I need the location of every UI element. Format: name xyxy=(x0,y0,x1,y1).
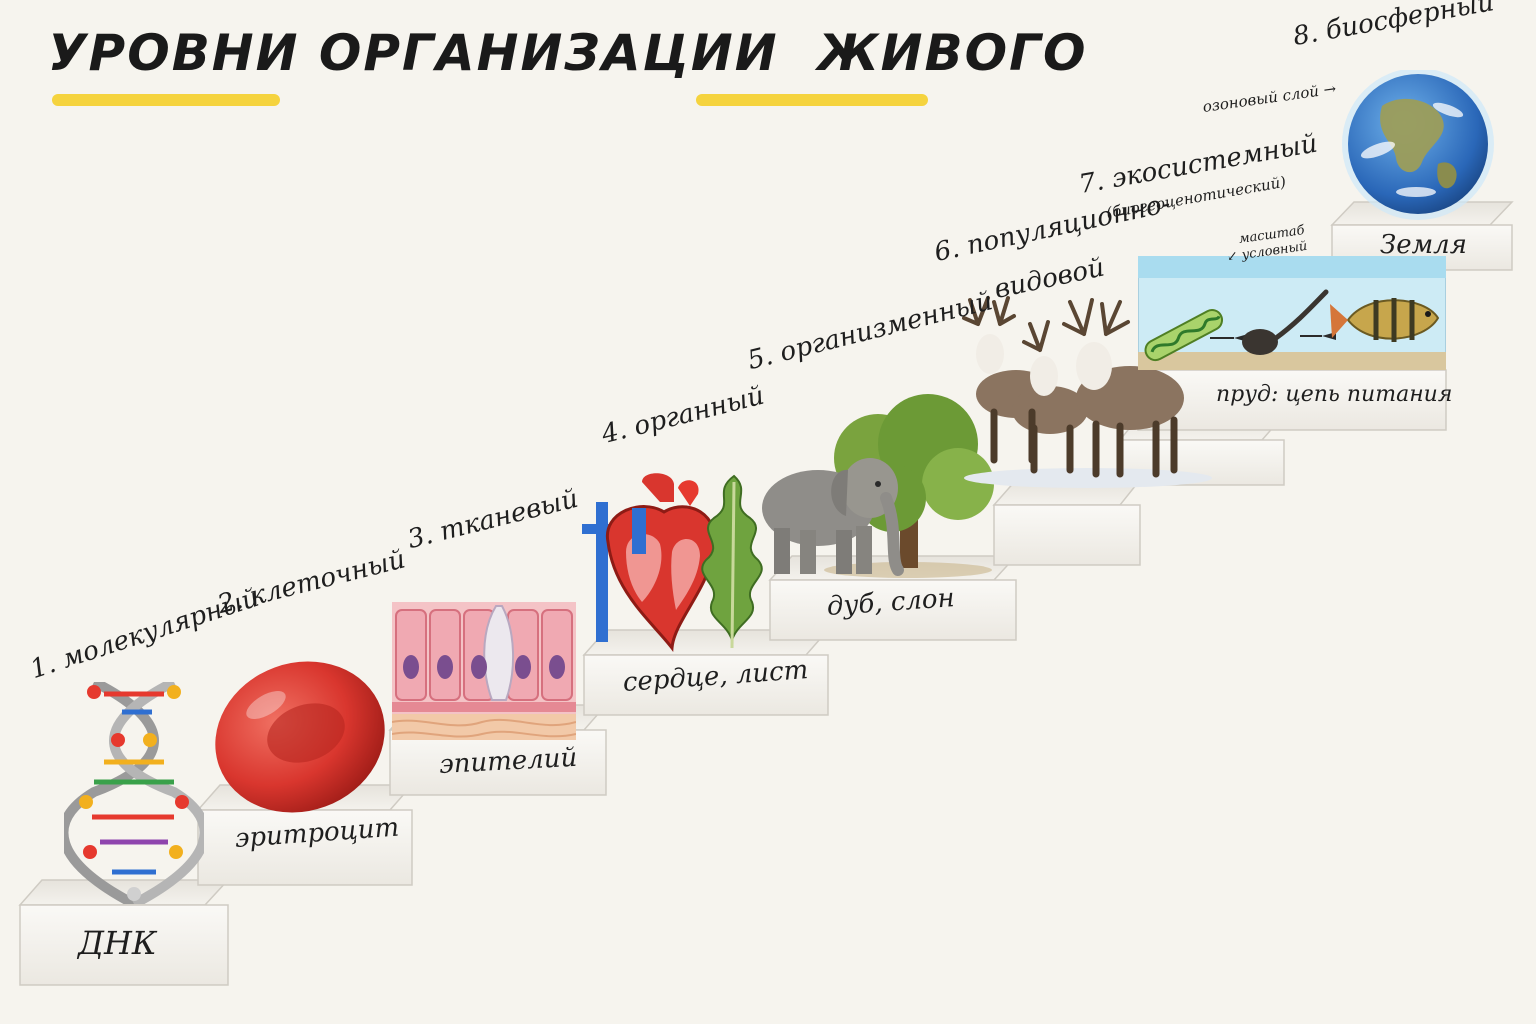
arrow-right-icon: → xyxy=(1322,79,1338,100)
step-7 xyxy=(1137,369,1447,431)
earth-globe-icon xyxy=(1342,70,1494,220)
title-part2: ЖИВОГО xyxy=(817,24,1088,82)
title-part1: УРОВНИ ОРГАНИЗАЦИИ xyxy=(48,24,779,82)
spirogyra-alga-icon xyxy=(1144,309,1224,362)
step-1 xyxy=(18,879,230,986)
pond-food-chain-icon xyxy=(1138,256,1446,370)
arrow-down-left-icon: ↙ xyxy=(1225,248,1239,265)
dna-helix-icon xyxy=(64,682,204,904)
title-highlight-2 xyxy=(696,94,928,106)
step-4 xyxy=(582,629,830,716)
tadpole-icon xyxy=(1242,289,1329,355)
page-title: УРОВНИ ОРГАНИЗАЦИИ ЖИВОГО xyxy=(48,24,1087,82)
heart-and-leaf-icon xyxy=(582,473,763,652)
title-highlight-1 xyxy=(52,94,280,106)
red-blood-cell-icon xyxy=(215,661,385,813)
example-dna: ДНК xyxy=(78,924,157,962)
elephant-and-oak-icon xyxy=(762,394,994,578)
perch-fish-icon xyxy=(1330,298,1440,342)
epithelium-tissue-icon xyxy=(392,602,576,740)
example-earth: Земля xyxy=(1380,230,1467,260)
reindeer-herd-icon xyxy=(962,296,1212,488)
example-pond: пруд: цепь питания xyxy=(1216,382,1453,407)
